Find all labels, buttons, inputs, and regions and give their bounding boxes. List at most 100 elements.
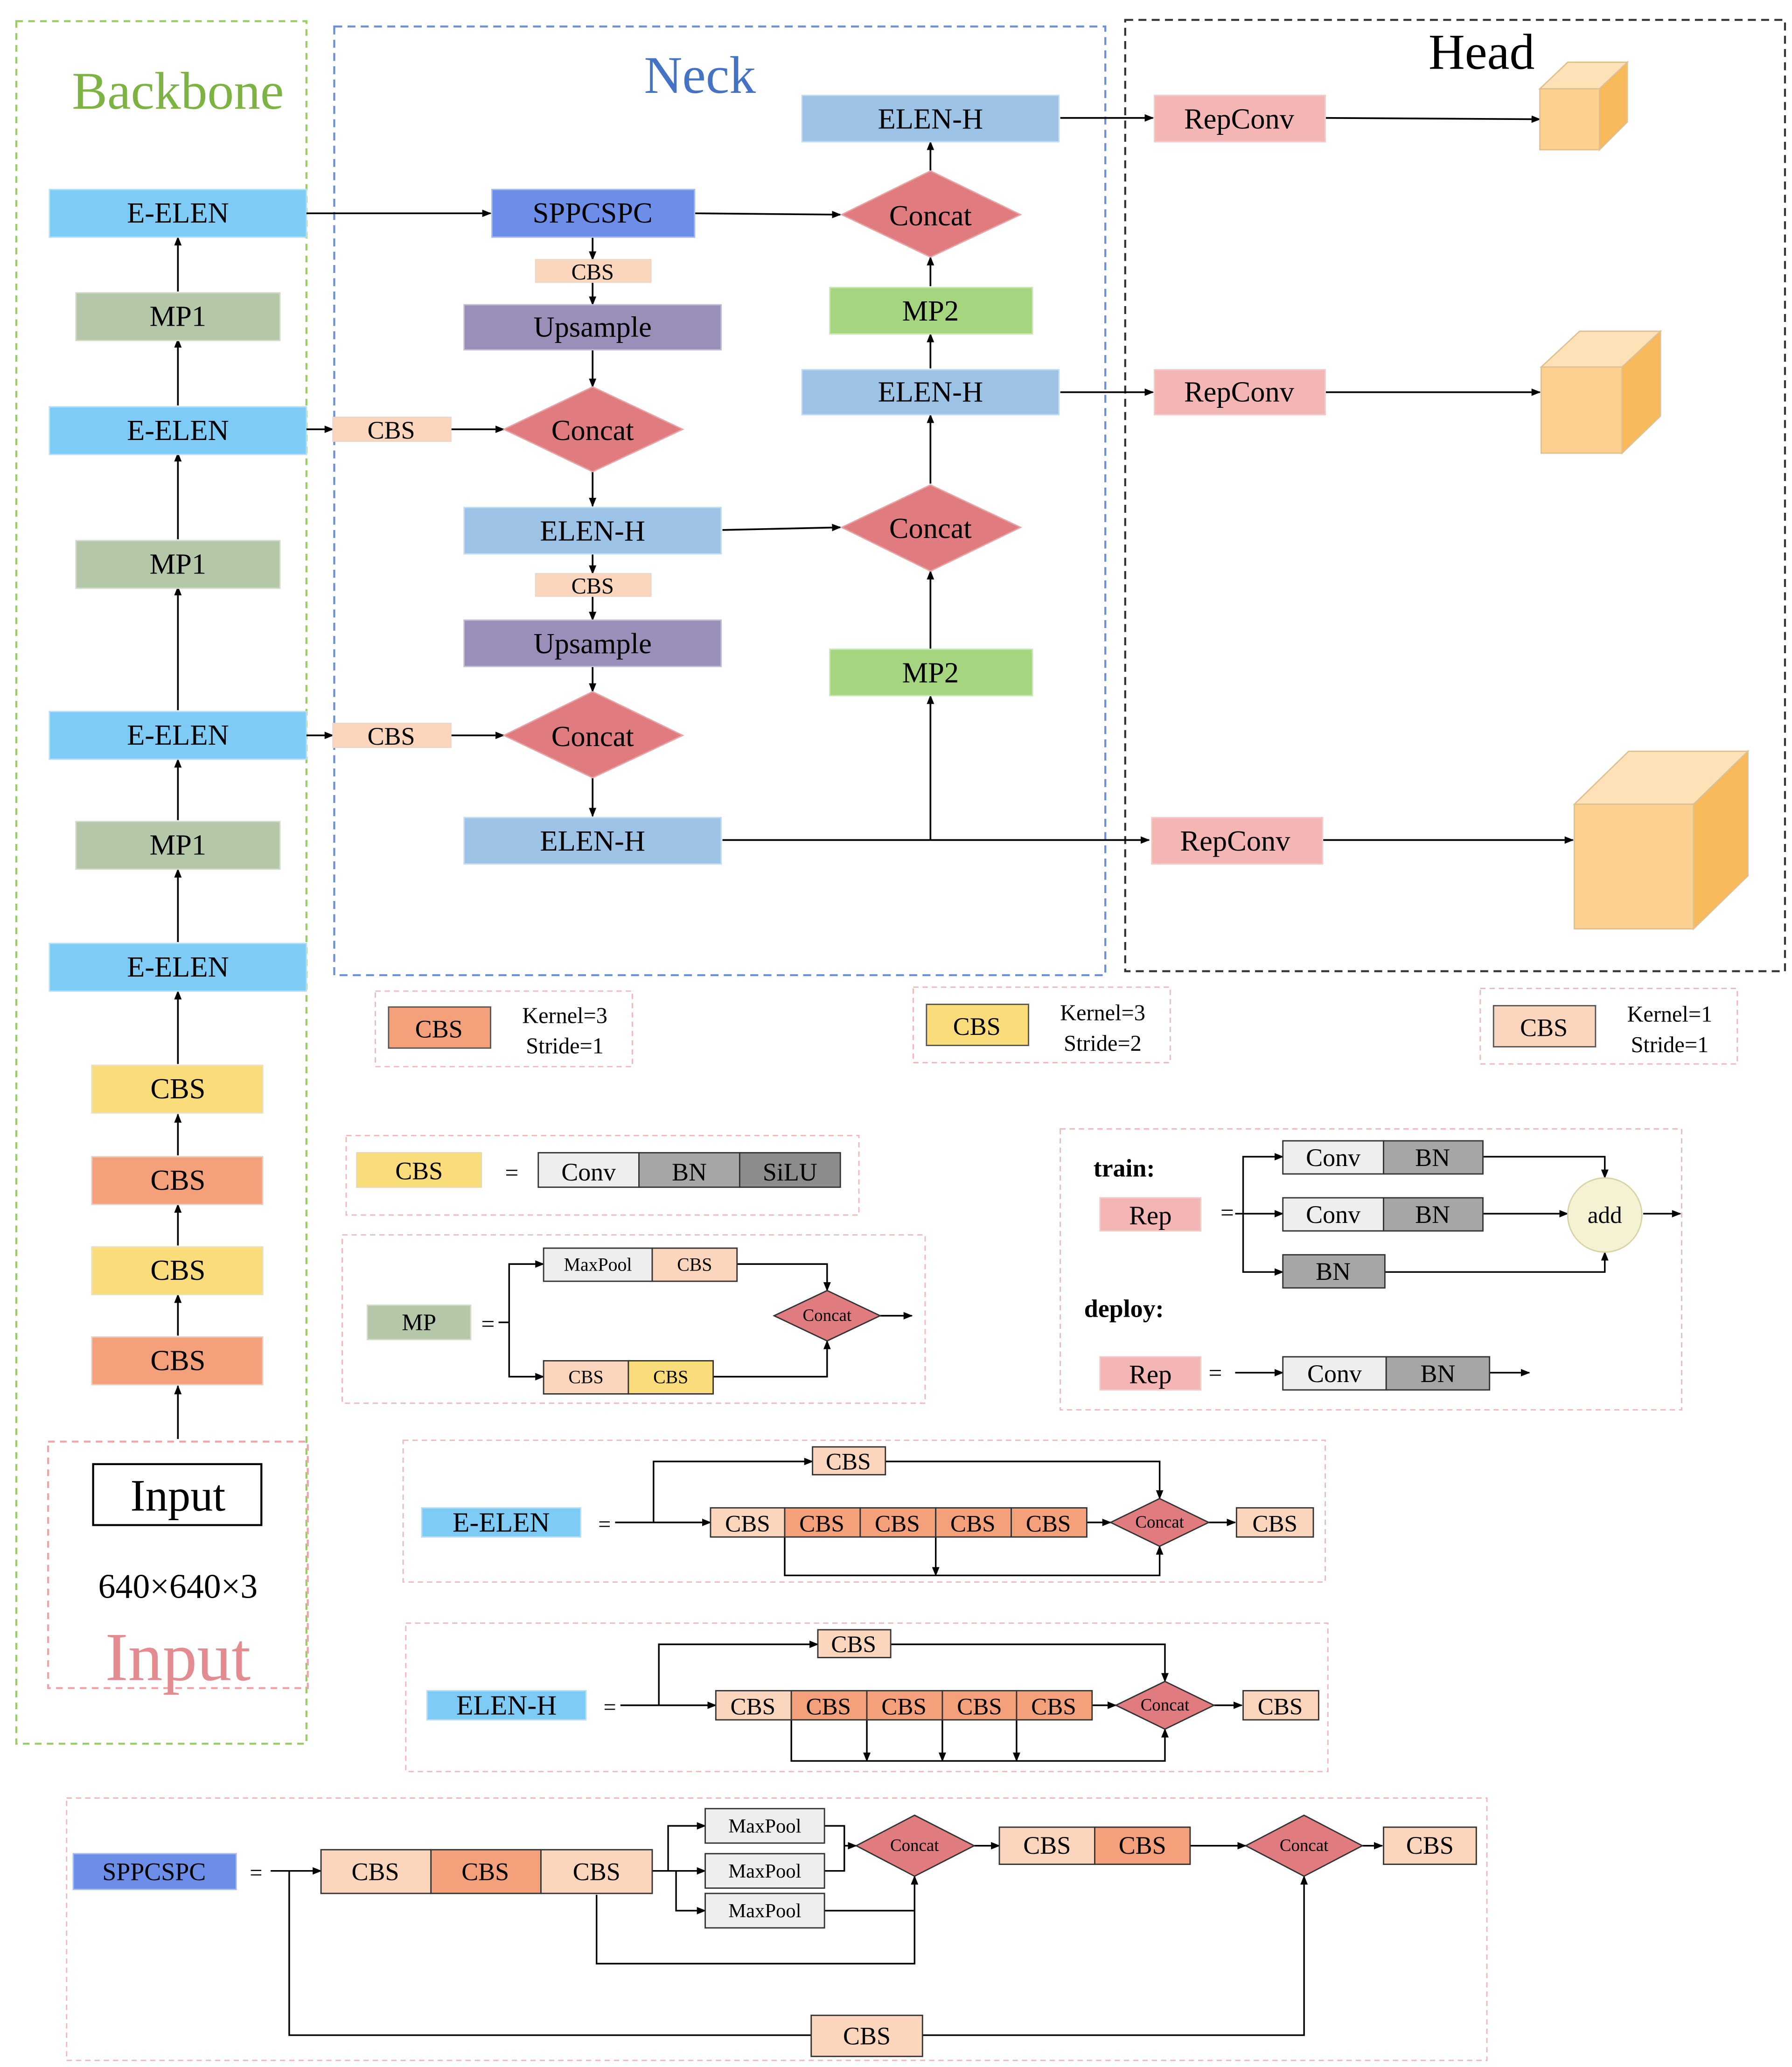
upsample-block-1: Upsample [463, 304, 722, 351]
svg-text:BN: BN [1420, 1360, 1455, 1388]
svg-text:CBS: CBS [150, 1072, 205, 1105]
svg-text:RepConv: RepConv [1180, 824, 1290, 857]
svg-text:BN: BN [672, 1158, 707, 1186]
head-title: Head [1429, 25, 1535, 80]
stem-cbs-2: CBS [91, 1156, 264, 1205]
svg-text:CBS: CBS [395, 1157, 443, 1185]
output-cube-small [1538, 61, 1629, 152]
backbone-title: Backbone [72, 62, 284, 120]
svg-text:=: = [481, 1311, 495, 1337]
svg-text:MP1: MP1 [150, 300, 207, 333]
svg-text:CBS: CBS [881, 1694, 927, 1720]
repconv-block-1: RepConv [1153, 95, 1326, 143]
svg-text:Stride=1: Stride=1 [1631, 1033, 1709, 1057]
output-cube-large [1572, 749, 1750, 931]
svg-text:MP1: MP1 [150, 829, 207, 861]
svg-text:CBS: CBS [1023, 1831, 1071, 1859]
svg-text:BN: BN [1316, 1257, 1351, 1285]
e-elen-block-2: E-ELEN [49, 406, 307, 455]
svg-text:CBS: CBS [150, 1344, 205, 1376]
svg-text:CBS: CBS [875, 1511, 920, 1537]
concat-diamond-mid: Concat [840, 484, 1022, 572]
mp1-block-3: MP1 [75, 821, 281, 870]
svg-text:CBS: CBS [572, 260, 614, 285]
svg-text:CBS: CBS [1258, 1694, 1303, 1720]
neck-cbs-lateral-2: CBS [332, 722, 452, 750]
svg-text:=: = [598, 1512, 611, 1537]
svg-text:CBS: CBS [799, 1511, 844, 1537]
neck-frame [333, 25, 1107, 977]
svg-text:SiLU: SiLU [763, 1158, 817, 1186]
svg-text:Stride=2: Stride=2 [1064, 1031, 1142, 1056]
svg-text:CBS: CBS [1252, 1511, 1297, 1537]
svg-text:CBS: CBS [953, 1013, 1001, 1040]
svg-text:CBS: CBS [831, 1631, 876, 1658]
elen-h-block-2: ELEN-H [463, 817, 722, 865]
e-elen-block-1: E-ELEN [49, 189, 307, 238]
svg-text:CBS: CBS [415, 1015, 463, 1043]
svg-text:SPPCSPC: SPPCSPC [102, 1858, 206, 1886]
svg-text:ELEN-H: ELEN-H [540, 824, 645, 857]
input-box-label: Input [130, 1470, 225, 1520]
svg-text:Rep: Rep [1129, 1201, 1171, 1230]
e-elen-block-4: E-ELEN [49, 943, 307, 992]
svg-text:CBS: CBS [950, 1511, 996, 1537]
svg-text:CBS: CBS [731, 1694, 776, 1720]
repconv-block-2: RepConv [1153, 369, 1326, 416]
svg-text:CBS: CBS [573, 1858, 621, 1886]
svg-text:MaxPool: MaxPool [728, 1860, 801, 1882]
legend-cbs-k3s2: CBS Kernel=3 Stride=2 [912, 986, 1171, 1063]
elen-h-definition: ELEN-H = CBS CBS CBS CBS CBS CBS Concat … [405, 1622, 1329, 1773]
svg-text:Concat: Concat [1280, 1836, 1329, 1855]
head-arrows [1322, 115, 1574, 844]
svg-text:MP: MP [402, 1309, 436, 1336]
svg-text:CBS: CBS [1520, 1014, 1568, 1042]
elen-h-block-1: ELEN-H [463, 507, 722, 555]
svg-text:Kernel=3: Kernel=3 [522, 1003, 607, 1028]
svg-text:=: = [603, 1695, 616, 1720]
svg-text:=: = [250, 1861, 262, 1885]
svg-text:ELEN-H: ELEN-H [878, 375, 983, 408]
svg-text:E-ELEN: E-ELEN [127, 719, 229, 751]
svg-text:Concat: Concat [890, 1836, 939, 1855]
svg-text:deploy:: deploy: [1084, 1295, 1164, 1323]
legend-cbs-k1s1: CBS Kernel=1 Stride=1 [1479, 988, 1738, 1065]
svg-text:MP1: MP1 [150, 548, 207, 580]
svg-text:Upsample: Upsample [534, 310, 652, 343]
svg-text:Kernel=1: Kernel=1 [1627, 1002, 1713, 1027]
svg-text:CBS: CBS [725, 1511, 770, 1537]
svg-text:=: = [505, 1159, 519, 1186]
svg-text:Upsample: Upsample [534, 627, 652, 660]
svg-text:Stride=1: Stride=1 [526, 1034, 604, 1059]
mp1-block-1: MP1 [75, 292, 281, 342]
svg-text:CBS: CBS [568, 1367, 603, 1388]
svg-text:CBS: CBS [653, 1367, 688, 1388]
svg-text:MaxPool: MaxPool [728, 1815, 801, 1837]
svg-text:Concat: Concat [551, 414, 634, 447]
svg-text:Conv: Conv [1306, 1144, 1360, 1172]
neck-cbs-2: CBS [535, 573, 652, 599]
mp2-block-1: MP2 [829, 286, 1033, 335]
input-caption: Input [105, 1619, 251, 1695]
input-size-label: 640×640×3 [98, 1567, 258, 1606]
stem-cbs-1: CBS [91, 1064, 264, 1114]
stem-cbs-3: CBS [91, 1246, 264, 1295]
elen-h-block-top: ELEN-H [801, 95, 1060, 143]
elen-h-block-mid: ELEN-H [801, 369, 1060, 416]
legend-cbs-k3s1: CBS Kernel=3 Stride=1 [375, 990, 633, 1068]
mp2-block-2: MP2 [829, 649, 1033, 697]
repconv-block-3: RepConv [1151, 817, 1324, 865]
svg-text:CBS: CBS [677, 1254, 712, 1275]
svg-text:add: add [1588, 1202, 1622, 1229]
svg-text:E-ELEN: E-ELEN [127, 196, 229, 229]
svg-text:=: = [1220, 1199, 1234, 1226]
svg-text:Conv: Conv [1306, 1201, 1360, 1229]
svg-text:Concat: Concat [889, 199, 972, 232]
input-frame [47, 1440, 309, 1689]
svg-text:CBS: CBS [461, 1858, 509, 1886]
cbs-definition: CBS = Conv BN SiLU [345, 1135, 860, 1216]
svg-text:CBS: CBS [572, 574, 614, 599]
svg-text:Concat: Concat [1141, 1695, 1190, 1714]
neck-arrows [306, 114, 1154, 844]
